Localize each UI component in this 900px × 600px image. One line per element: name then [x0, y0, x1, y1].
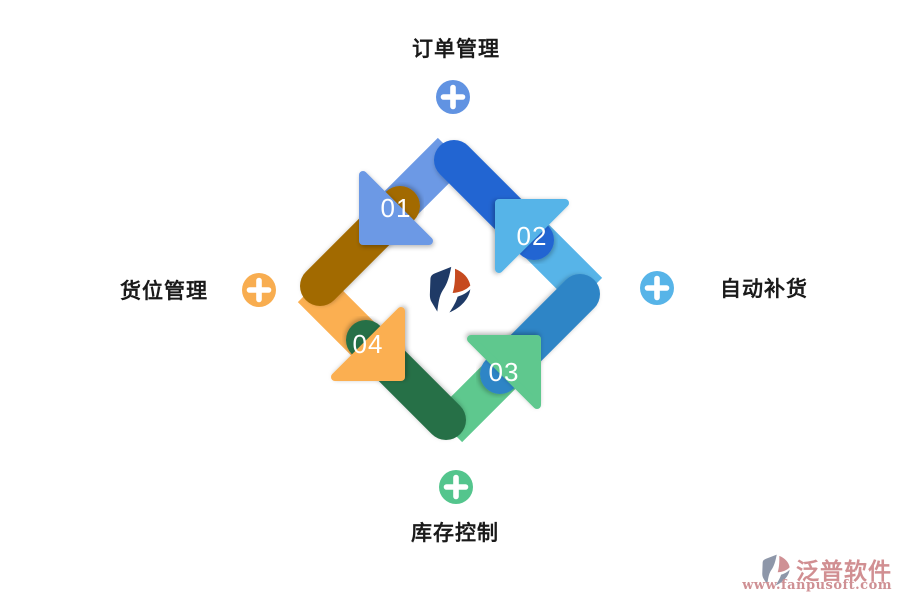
step-number-2: 02	[517, 221, 548, 251]
fanpu-logo-swoosh	[449, 289, 471, 313]
plus-icon	[644, 275, 670, 301]
plus-icon	[246, 277, 272, 303]
fanpu-logo-sail	[452, 268, 471, 293]
plus-button-bottom[interactable]	[439, 470, 473, 504]
node-label-bottom: 库存控制	[411, 522, 499, 545]
fanpu-logo	[429, 266, 471, 313]
arrow-head-3	[467, 335, 541, 409]
plus-button-left[interactable]	[242, 273, 276, 307]
plus-button-right[interactable]	[640, 271, 674, 305]
plus-icon	[443, 474, 469, 500]
watermark-brand: 泛普软件	[796, 558, 892, 584]
arrow-head-1	[359, 171, 433, 245]
node-label-top: 订单管理	[412, 38, 500, 61]
plus-button-top[interactable]	[436, 80, 470, 114]
arrow-head-2	[495, 199, 569, 273]
node-label-right: 自动补货	[720, 278, 808, 301]
fanpu-logo-watermark	[762, 554, 790, 586]
watermark-logo-left-lobe	[762, 554, 777, 585]
node-label-left: 货位管理	[120, 280, 208, 303]
watermark-logo-swoosh	[775, 569, 790, 586]
step-number-1: 01	[381, 193, 412, 223]
arrow-head-4	[331, 307, 405, 381]
watermark-url: www.fanpusoft.com	[742, 578, 892, 593]
plus-icon	[440, 84, 466, 110]
step-number-4: 04	[353, 329, 384, 359]
watermark-logo-sail	[777, 555, 790, 573]
fanpu-logo-left-lobe	[429, 266, 452, 312]
step-number-3: 03	[489, 357, 520, 387]
